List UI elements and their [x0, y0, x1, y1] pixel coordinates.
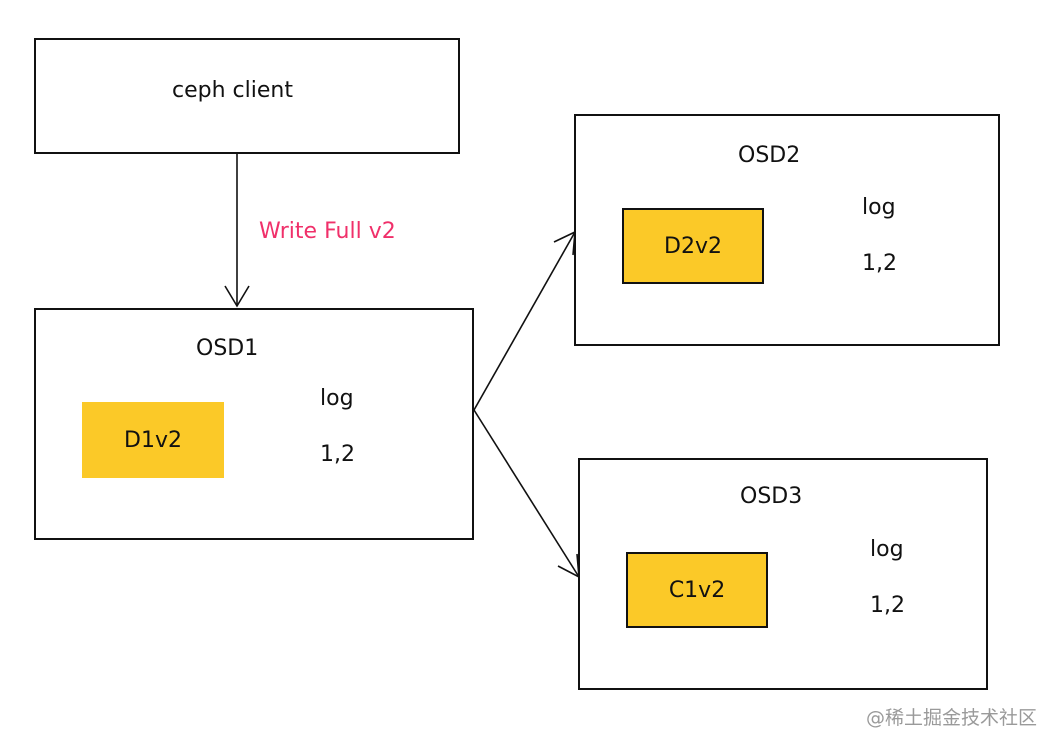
osd1-to-osd3-arrow: [473, 409, 580, 578]
osd1-title: OSD1: [196, 336, 259, 361]
watermark: @稀土掘金技术社区: [866, 707, 1038, 729]
osd1-log-entries: 1,2: [320, 442, 355, 467]
osd3-log-entries: 1,2: [870, 593, 905, 618]
osd1-box: [34, 308, 474, 540]
osd3-chunk-c1v2: C1v2: [626, 552, 768, 628]
osd2-log-entries: 1,2: [862, 251, 897, 276]
osd1-to-osd2-arrow: [473, 231, 576, 411]
ceph-client-label: ceph client: [172, 78, 293, 103]
osd1-log-label: log: [320, 386, 354, 411]
osd3-title: OSD3: [740, 484, 803, 509]
ceph-client-box: [34, 38, 460, 154]
client-to-osd1-arrowhead: [224, 285, 250, 308]
osd1-chunk-d1v2: D1v2: [82, 402, 224, 478]
osd1-to-osd2-arrowhead: [553, 230, 576, 256]
write-operation-label: Write Full v2: [259, 219, 396, 244]
osd2-title: OSD2: [738, 143, 801, 168]
osd2-chunk-d2v2: D2v2: [622, 208, 764, 284]
osd2-log-label: log: [862, 195, 896, 220]
osd1-to-osd3-arrowhead: [557, 553, 580, 579]
osd3-log-label: log: [870, 537, 904, 562]
